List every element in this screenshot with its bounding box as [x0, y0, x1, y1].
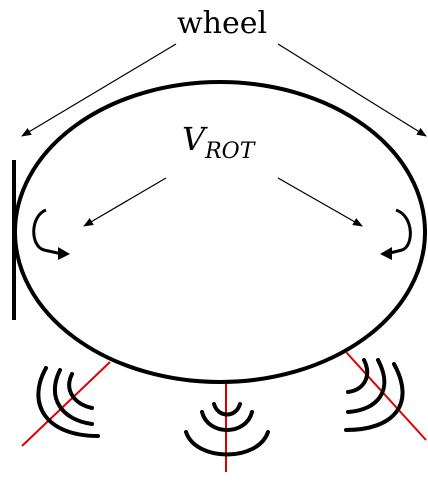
right-sensor-waves-icon — [344, 358, 405, 432]
vrot-main: V — [182, 120, 208, 158]
wheel-ellipse — [13, 80, 427, 384]
wheel-arrow-left — [21, 43, 177, 137]
vrot-subscript: ROT — [204, 139, 257, 164]
right-sensor-beam — [345, 351, 427, 441]
wheel-label: wheel — [177, 6, 267, 41]
left-rotation-arrow-icon — [32, 208, 70, 260]
bottom-sensor-waves-icon — [184, 402, 270, 457]
wheel-arrow-right — [277, 43, 427, 137]
vrot-label: VROT — [182, 120, 257, 164]
vrot-arrow-left — [83, 177, 167, 227]
left-sensor-beam — [21, 361, 111, 447]
vrot-arrow-right — [277, 177, 363, 227]
left-sensor-waves-icon — [36, 366, 100, 438]
right-rotation-arrow-icon — [380, 208, 412, 260]
